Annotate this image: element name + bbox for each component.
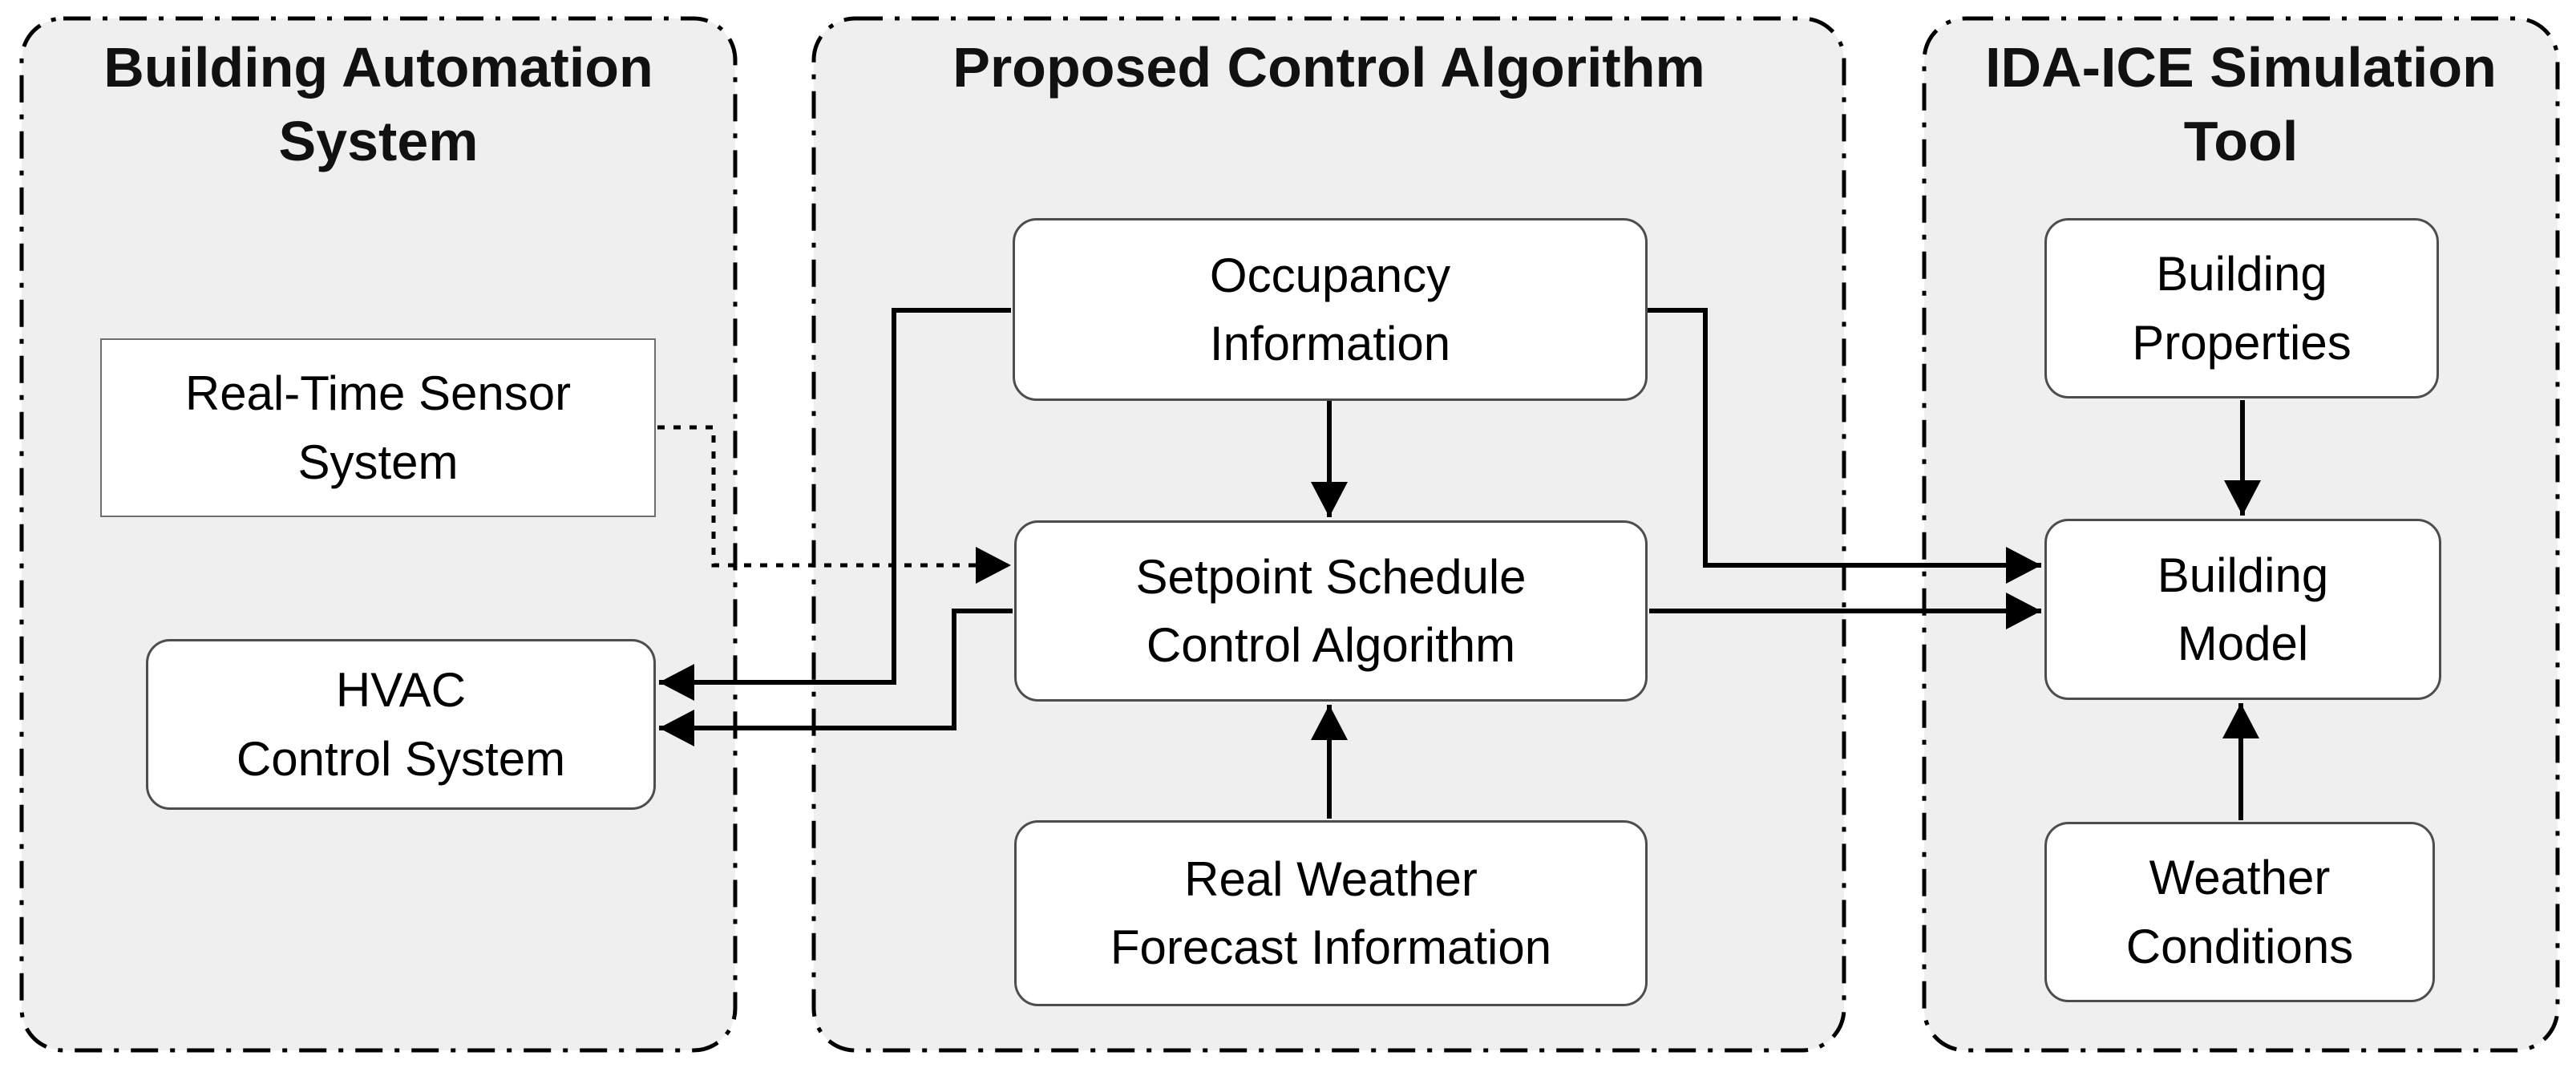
edge-occupancy-to-hvac (659, 308, 1011, 701)
node-weather-conditions-label: Weather Conditions (2125, 851, 2354, 973)
node-real-time-sensor-system: Real-Time Sensor System (100, 338, 656, 517)
node-occupancy-information: Occupancy Information (1013, 218, 1648, 401)
node-hvac-control-system: HVAC Control System (146, 639, 656, 810)
container-title-proposed-control-algorithm: Proposed Control Algorithm (952, 36, 1705, 99)
node-building-properties-label: Building Properties (2132, 247, 2352, 370)
node-occupancy-information-label: Occupancy Information (1209, 248, 1451, 370)
node-setpoint-schedule-control-algorithm: Setpoint Schedule Control Algorithm (1014, 520, 1648, 702)
node-building-model: Building Model (2044, 519, 2441, 700)
node-setpoint-schedule-control-algorithm-label: Setpoint Schedule Control Algorithm (1135, 549, 1527, 672)
node-real-time-sensor-system-label: Real-Time Sensor System (184, 366, 572, 489)
edge-setpoint-to-hvac (659, 609, 1013, 746)
node-building-model-label: Building Model (2157, 548, 2329, 670)
edge-sensor-to-setpoint-dotted (657, 425, 1011, 584)
edge-occupancy-to-building-model (1648, 308, 2041, 584)
node-building-properties: Building Properties (2044, 218, 2439, 398)
node-hvac-control-system-label: HVAC Control System (236, 663, 566, 786)
node-real-weather-forecast-information: Real Weather Forecast Information (1014, 820, 1648, 1006)
node-weather-conditions: Weather Conditions (2044, 822, 2435, 1002)
node-real-weather-forecast-information-label: Real Weather Forecast Information (1110, 851, 1552, 974)
container-title-building-automation-system: Building Automation System (103, 36, 653, 173)
container-title-ida-ice-simulation-tool: IDA-ICE Simulation Tool (1985, 36, 2497, 173)
